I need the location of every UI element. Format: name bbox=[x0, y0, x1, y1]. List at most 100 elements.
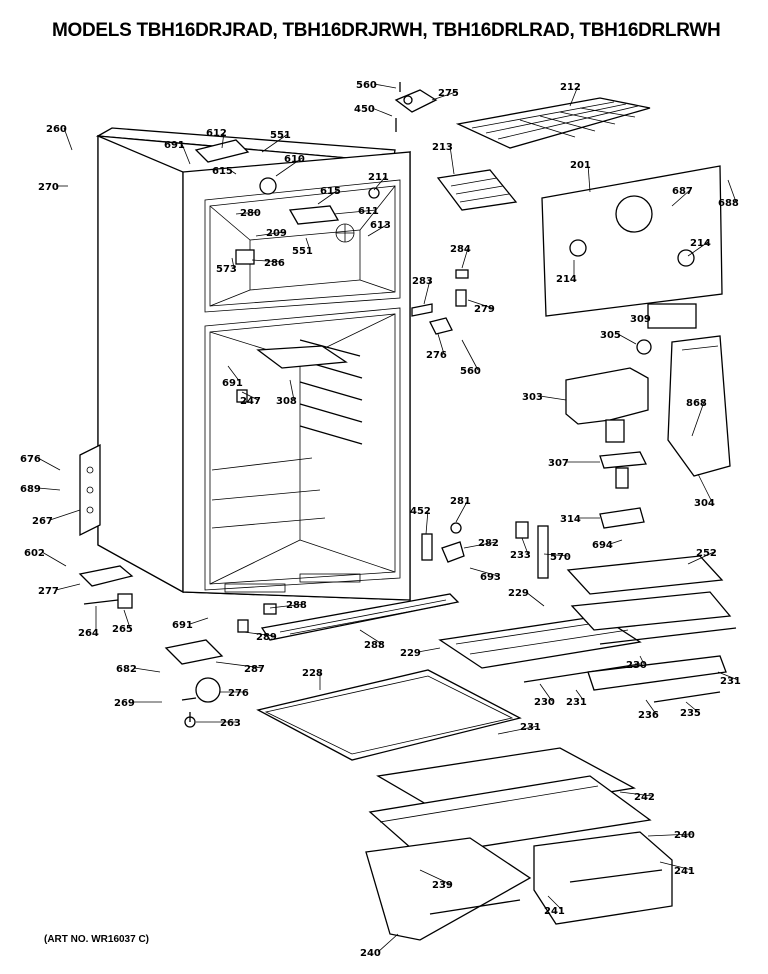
leader-line bbox=[261, 133, 289, 153]
part-number-label: 252 bbox=[696, 548, 717, 559]
leader-line bbox=[539, 683, 553, 702]
leader-line bbox=[123, 609, 131, 629]
part-number-label: 694 bbox=[592, 540, 613, 551]
leader-line bbox=[687, 241, 709, 257]
leader-line bbox=[659, 861, 693, 871]
part-callout-233: 233 bbox=[510, 537, 531, 561]
refrigerator-cabinet bbox=[79, 127, 411, 601]
rear-hinge-bracket bbox=[79, 443, 101, 537]
part-callout-214: 214 bbox=[687, 238, 711, 257]
part-number-label: 307 bbox=[548, 458, 569, 469]
leader-line bbox=[423, 279, 431, 305]
leader-line bbox=[229, 169, 237, 175]
toe-grille bbox=[260, 593, 460, 641]
part-callout-691: 691 bbox=[172, 617, 209, 631]
part-number-label: 303 bbox=[522, 392, 543, 403]
part-number-label: 241 bbox=[674, 866, 695, 877]
part-callout-229: 229 bbox=[400, 647, 441, 659]
part-callout-288: 288 bbox=[359, 629, 385, 651]
leader-line bbox=[639, 655, 645, 665]
part-callout-214: 214 bbox=[556, 260, 577, 285]
part-number-label: 241 bbox=[544, 906, 565, 917]
part-callout-305: 305 bbox=[600, 330, 637, 345]
part-number-label: 201 bbox=[570, 160, 591, 171]
part-callout-314: 314 bbox=[560, 514, 600, 525]
part-callout-610: 610 bbox=[275, 154, 305, 177]
snack-pan bbox=[587, 655, 727, 703]
leader-line bbox=[255, 231, 285, 237]
part-number-label: 281 bbox=[450, 496, 471, 507]
part-number-label: 615 bbox=[320, 186, 341, 197]
leader-line bbox=[449, 145, 455, 175]
part-number-label: 263 bbox=[220, 718, 241, 729]
part-number-label: 450 bbox=[354, 104, 375, 115]
part-number-label: 239 bbox=[432, 880, 453, 891]
part-callout-450: 450 bbox=[354, 104, 393, 117]
part-callout-303: 303 bbox=[522, 392, 567, 403]
damper-control bbox=[599, 507, 645, 529]
leader-line bbox=[461, 339, 479, 371]
part-callout-276: 276 bbox=[426, 333, 447, 361]
leader-line bbox=[37, 487, 61, 491]
part-callout-201: 201 bbox=[570, 160, 591, 193]
part-number-label: 309 bbox=[630, 314, 651, 325]
part-callout-693: 693 bbox=[469, 567, 501, 583]
part-callout-452: 452 bbox=[410, 506, 431, 535]
part-number-label: 282 bbox=[478, 538, 499, 549]
rating-label bbox=[647, 303, 697, 329]
part-callout-613: 613 bbox=[367, 220, 391, 237]
leader-line bbox=[687, 551, 715, 565]
part-number-label: 212 bbox=[560, 82, 581, 93]
part-callout-209: 209 bbox=[255, 228, 287, 239]
part-number-label: 615 bbox=[212, 166, 233, 177]
part-number-label: 305 bbox=[600, 330, 621, 341]
part-number-label: 304 bbox=[694, 498, 715, 509]
leader-line bbox=[181, 143, 191, 165]
top-hinge bbox=[394, 82, 438, 132]
leader-line bbox=[231, 257, 235, 269]
part-callout-560: 560 bbox=[460, 339, 481, 377]
part-number-label: 693 bbox=[480, 572, 501, 583]
leader-line bbox=[373, 83, 397, 89]
part-callout-213: 213 bbox=[432, 142, 455, 175]
leader-line bbox=[425, 509, 429, 535]
leader-line bbox=[215, 661, 263, 669]
part-number-label: 229 bbox=[400, 648, 421, 659]
part-number-label: 676 bbox=[20, 454, 41, 465]
part-callout-286: 286 bbox=[251, 258, 285, 269]
leader-line bbox=[367, 223, 389, 237]
part-callout-289: 289 bbox=[243, 631, 277, 643]
part-callout-304: 304 bbox=[694, 473, 715, 509]
part-number-label: 288 bbox=[286, 600, 307, 611]
crisper-drawer-right bbox=[533, 831, 673, 925]
leader-line bbox=[243, 631, 275, 637]
part-number-label: 214 bbox=[690, 238, 711, 249]
part-callout-279: 279 bbox=[467, 299, 495, 315]
leader-line bbox=[241, 391, 259, 401]
leader-line bbox=[461, 247, 469, 269]
part-number-label: 687 bbox=[672, 186, 693, 197]
part-number-label: 213 bbox=[432, 142, 453, 153]
part-number-label: 277 bbox=[38, 586, 59, 597]
crisper-drawer-left bbox=[365, 837, 532, 941]
part-number-label: 229 bbox=[508, 588, 529, 599]
leader-line bbox=[521, 537, 529, 555]
part-callout-240: 240 bbox=[647, 830, 695, 841]
part-number-label: 688 bbox=[718, 198, 739, 209]
leader-line bbox=[497, 725, 539, 735]
part-callout-281: 281 bbox=[450, 496, 471, 523]
leader-line bbox=[717, 671, 739, 681]
part-number-label: 240 bbox=[674, 830, 695, 841]
part-number-label: 613 bbox=[370, 220, 391, 231]
part-callout-267: 267 bbox=[32, 509, 81, 527]
part-number-label: 283 bbox=[412, 276, 433, 287]
leader-line bbox=[133, 667, 161, 673]
part-number-label: 288 bbox=[364, 640, 385, 651]
part-number-label: 242 bbox=[634, 792, 655, 803]
part-callout-691: 691 bbox=[164, 140, 191, 165]
glass-shelf-large bbox=[256, 669, 522, 761]
part-callout-270: 270 bbox=[38, 182, 68, 193]
